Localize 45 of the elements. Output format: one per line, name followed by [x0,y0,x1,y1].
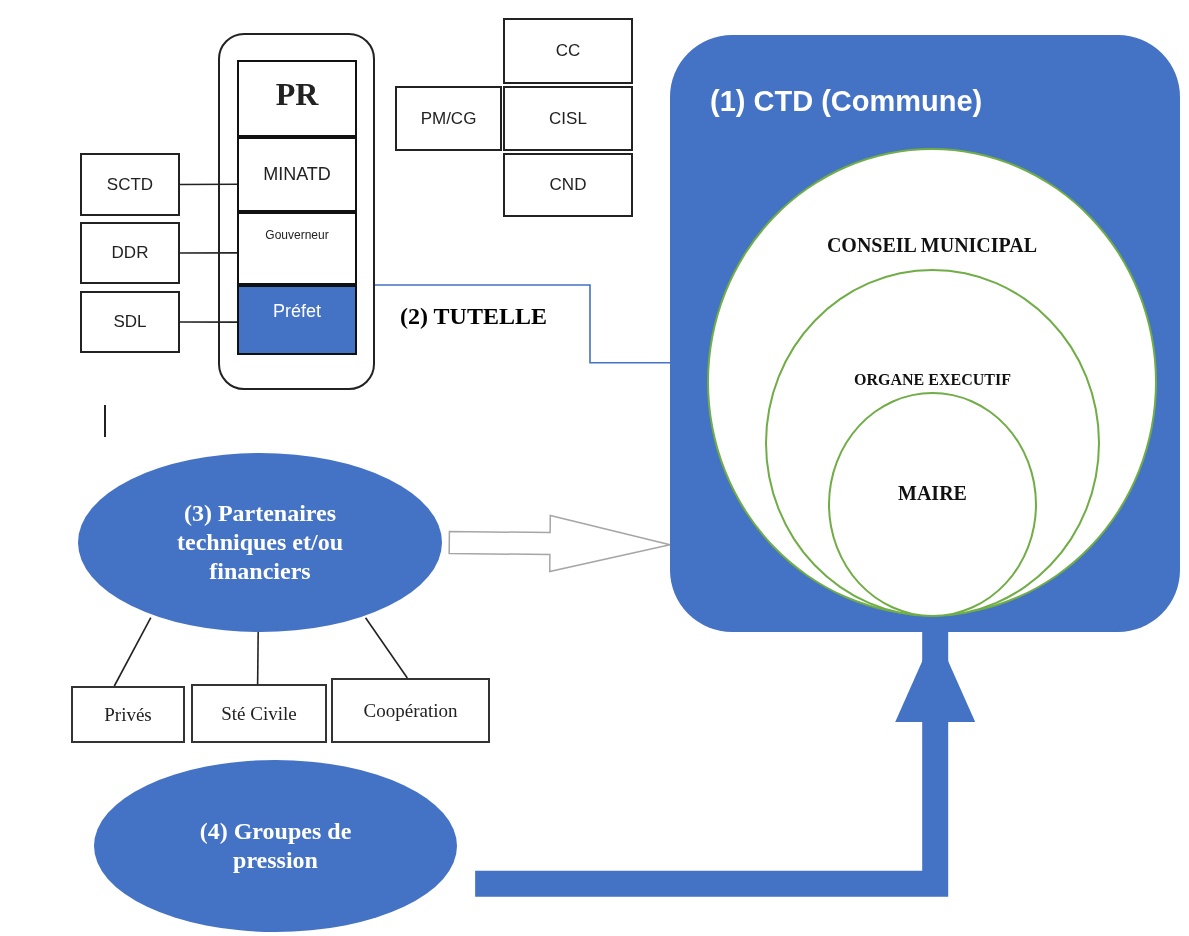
box-label: CISL [549,108,587,129]
box-label: CND [549,175,587,195]
connector-line [113,616,152,687]
connector-line [256,631,259,685]
box-label: (4) Groupes de pression [198,817,353,875]
circle-label: MAIRE [897,482,968,505]
org-box [237,137,357,212]
org-box [80,222,180,284]
box-label: Préfet [273,301,321,322]
connector-line [179,183,238,186]
org-box [395,86,502,151]
block-arrow [448,514,671,573]
box-label: DDR [111,243,149,263]
org-box [80,291,180,353]
box-label: PR [275,76,319,113]
org-box [237,285,357,355]
org-box [331,678,490,743]
box-label: SCTD [106,174,154,195]
org-box [237,212,357,285]
org-box [503,18,633,84]
org-box [237,60,357,137]
rounded-panel [670,35,1180,632]
connector-line [364,616,409,679]
box-label: Coopération [363,699,458,722]
box-label: (3) Partenaires techniques et/ou financiers [176,499,344,586]
connector-line [374,284,671,364]
panel-title: (1) CTD (Commune) [710,85,983,118]
connector-line [179,252,238,254]
circle-label: CONSEIL MUNICIPAL [825,234,1039,257]
org-box [503,86,633,151]
box-label: Sté Civile [221,702,297,725]
connector-line [179,321,238,323]
box-label: Privés [104,703,152,726]
rounded-frame [218,33,375,390]
box-label: MINATD [263,164,331,185]
box-label: PM/CG [420,108,477,129]
box-label: Gouverneur [265,228,329,242]
box-label: CC [555,41,581,61]
org-box [71,686,185,743]
org-box [503,153,633,217]
box-label: SDL [113,312,147,332]
circle-label: ORGANE EXECUTIF [853,371,1012,389]
org-box [80,153,180,216]
thick-arrow [475,632,976,897]
org-box [191,684,327,743]
